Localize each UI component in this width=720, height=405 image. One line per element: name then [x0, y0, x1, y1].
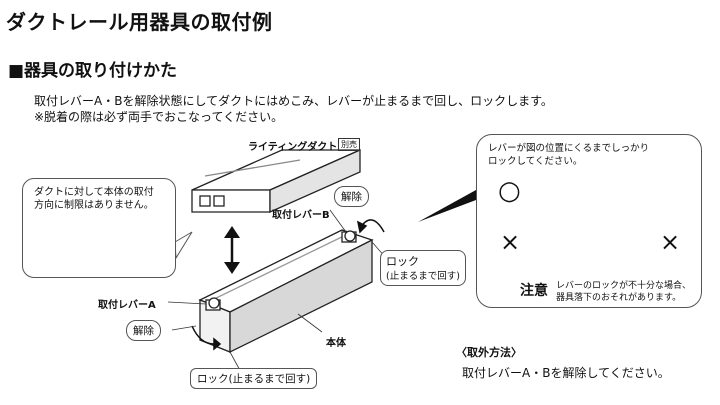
ng-mark-left: ×: [500, 228, 521, 256]
caution-note: ※脱着の際は必ず両手でおこなってください。: [34, 110, 284, 124]
lock-callout-box: [476, 134, 702, 308]
rotation-arrows: [191, 219, 385, 351]
lever-b-label: 取付レバーB: [272, 210, 330, 221]
lever-a-lock-box: ロック(止まるまで回す): [190, 368, 318, 389]
direction-note-line2: 方向に制限はありません。: [34, 200, 154, 211]
instruction-text: 取付レバーA・Bを解除状態にしてダクトにはめこみ、レバーが止まるまで回し、ロック…: [34, 94, 553, 108]
direction-note-bubble: [22, 178, 176, 278]
ok-mark: ○: [498, 176, 521, 206]
warning-line1: レバーのロックが不十分な場合、: [556, 281, 692, 291]
lever-a-label: 取付レバーA: [98, 300, 156, 311]
lock-callout-line1: レバーが図の位置にくるまでしっかり: [488, 143, 650, 154]
callout-pointer: [418, 190, 476, 222]
section-title: ■器具の取り付けかた: [8, 61, 178, 81]
warning-title: 注意: [520, 283, 548, 299]
duct-optional-tag: 別売: [338, 138, 360, 151]
duct-label: ライティングダクト: [248, 142, 338, 153]
removal-text: 取付レバーA・Bを解除してください。: [462, 366, 670, 380]
insert-direction-arrow: [224, 226, 240, 274]
lever-b-lock-box: [380, 250, 466, 286]
lighting-duct-drawing: [191, 148, 361, 214]
lever-b-lock-label: ロック: [386, 255, 419, 268]
lock-callout-text: レバーが図の位置にくるまでしっかり ロックしてください。: [488, 142, 649, 168]
lever-a-release-badge: 解除: [126, 320, 161, 341]
direction-note-text: ダクトに対して本体の取付 方向に制限はありません。: [34, 186, 154, 212]
fixture-body-drawing: [198, 229, 374, 354]
page-title: ダクトレール用器具の取付例: [6, 10, 273, 34]
body-label: 本体: [326, 338, 346, 349]
warning-text: レバーのロックが不十分な場合、 器具落下のおそれがあります。: [556, 280, 691, 304]
lever-b-release-badge: 解除: [334, 186, 369, 207]
warning-line2: 器具落下のおそれがあります。: [556, 293, 682, 303]
removal-title: 〈取外方法〉: [456, 346, 522, 359]
lock-callout-line2: ロックしてください。: [488, 156, 583, 167]
ng-mark-right: ×: [660, 228, 681, 256]
lever-b-lock-sub: (止まるまで回す): [386, 271, 460, 282]
direction-note-line1: ダクトに対して本体の取付: [34, 187, 154, 198]
